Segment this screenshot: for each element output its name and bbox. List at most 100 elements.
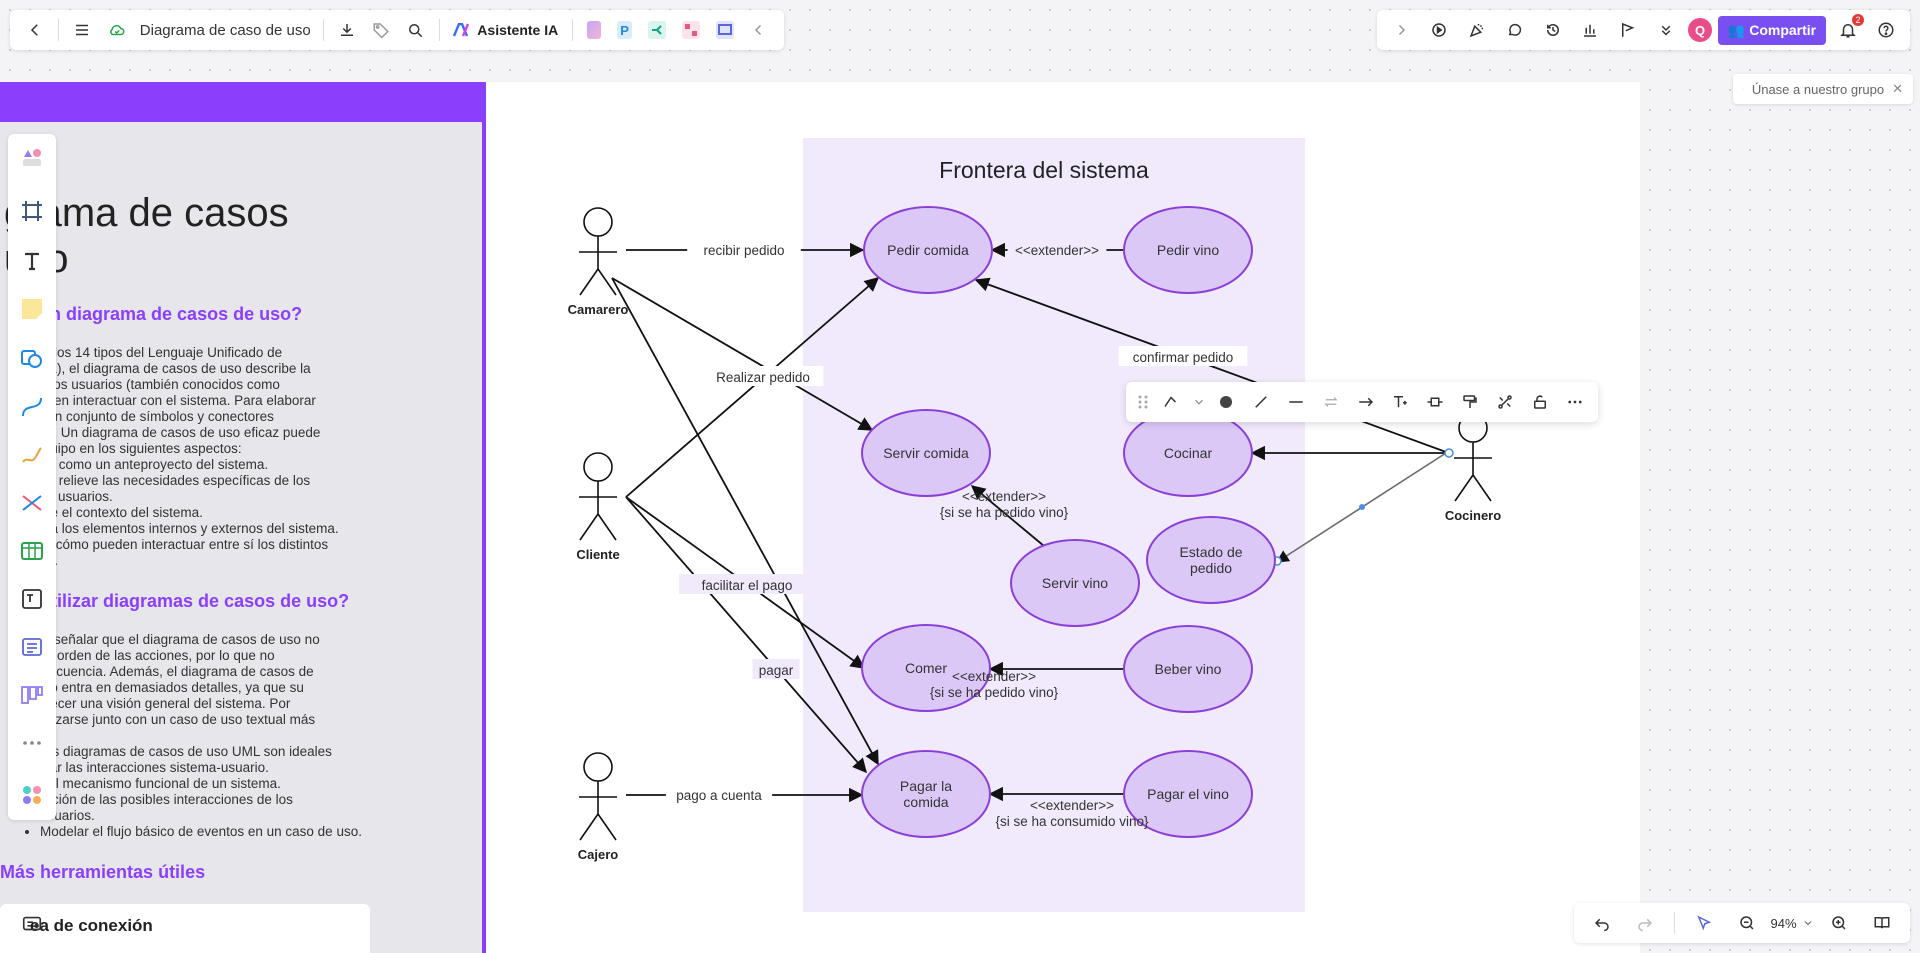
pen-tool-icon[interactable] (17, 440, 47, 470)
help-icon[interactable] (1872, 16, 1900, 44)
text-tool-icon[interactable] (17, 246, 47, 276)
lock-icon[interactable] (1525, 387, 1554, 417)
apps-icon[interactable] (17, 780, 47, 810)
tag-icon[interactable] (370, 16, 392, 44)
list-card-icon[interactable] (17, 632, 47, 662)
list-item: Modelar el flujo básico de eventos en un… (40, 824, 380, 840)
paragraph-line: que los usuarios (también conocidos como (24, 377, 280, 392)
share-user-icon: 👥 (1727, 21, 1750, 38)
chevron-down-icon[interactable] (1802, 909, 1814, 937)
join-group-label: Únase a nuestro grupo (1751, 81, 1885, 97)
line-width-icon[interactable] (1247, 387, 1276, 417)
text-box-tool-icon[interactable] (17, 584, 47, 614)
list-item: ibe el contexto del sistema. (40, 505, 380, 521)
chart-icon[interactable] (1576, 16, 1604, 44)
connector-tool-icon[interactable] (17, 392, 47, 422)
swap-ends-icon[interactable] (1316, 387, 1345, 417)
format-painter-icon[interactable] (1456, 387, 1485, 417)
image-template-icon[interactable] (587, 21, 602, 39)
p-template-icon[interactable]: P (617, 21, 632, 39)
more-tools-icon[interactable] (17, 728, 47, 758)
celebrate-icon[interactable] (1463, 16, 1491, 44)
share-button[interactable]: 👥 Compartir (1717, 15, 1827, 45)
list-item: os. (40, 553, 380, 569)
line-type-icon[interactable] (1157, 387, 1186, 417)
history-icon[interactable] (1539, 16, 1567, 44)
paragraph-line: u equipo en los siguientes aspectos: (24, 441, 242, 456)
present-flag-icon[interactable] (1614, 16, 1642, 44)
notification-bell-icon[interactable]: 2 (1834, 14, 1864, 44)
add-text-icon[interactable] (1386, 387, 1415, 417)
paragraph-line: o de los 14 tipos del Lenguaje Unificado… (24, 345, 283, 360)
paragraph-line: (UML), el diagrama de casos de uso descr… (24, 361, 311, 376)
chevron-down-icon[interactable] (1192, 387, 1206, 417)
page-settings-button[interactable] (14, 906, 50, 942)
collapse-chevron-icon[interactable] (748, 16, 770, 44)
list-item: os usuarios. (40, 489, 380, 505)
document-title[interactable]: Diagrama de caso de uso (139, 21, 311, 39)
list-item: izar las interacciones sistema-usuario. (40, 760, 380, 776)
section-heading: Más herramientas útiles (0, 862, 206, 882)
play-icon[interactable] (1425, 16, 1453, 44)
join-group-banner[interactable]: Únase a nuestro grupo ✕ (1733, 74, 1913, 104)
line-color-icon[interactable] (1212, 387, 1241, 417)
paragraph-line: su secuencia. Además, el diagrama de cas… (24, 664, 314, 679)
list-item: ina los elementos internos y externos de… (40, 521, 380, 537)
list-item: ra cómo pueden interactuar entre sí los … (40, 537, 380, 553)
connector-card[interactable]: ea de conexión (0, 904, 370, 953)
list-item: na como un anteproyecto del sistema. (40, 457, 380, 473)
paragraph-line: en el orden de las acciones, por lo que … (24, 648, 275, 663)
user-avatar[interactable]: Q (1688, 18, 1712, 42)
frame-tool-icon[interactable] (17, 196, 47, 226)
close-icon[interactable]: ✕ (1892, 81, 1903, 96)
paragraph-line: ará un conjunto de símbolos y conectores (24, 409, 274, 424)
ai-assistant-button[interactable]: Asistente IA (453, 22, 558, 38)
canvas-page[interactable] (486, 82, 1640, 953)
zoom-out-icon[interactable] (1733, 909, 1761, 937)
more-chevrons-icon[interactable] (1652, 16, 1680, 44)
list-item: ración de las posibles interacciones de … (40, 792, 380, 808)
paragraph-line: o. (24, 728, 380, 744)
connector-card-label: ea de conexión (30, 916, 153, 935)
paragraph-line: s ofrecer una visión general del sistema… (24, 696, 291, 711)
connect-shape-icon[interactable] (1421, 387, 1450, 417)
list-item: r el mecanismo funcional de un sistema. (40, 776, 380, 792)
drag-handle-icon[interactable] (1135, 387, 1151, 417)
list-item: usuarios. (40, 808, 380, 824)
section-list: na como un anteproyecto del sistema.de r… (0, 457, 380, 569)
redo-icon[interactable] (1631, 909, 1659, 937)
cloud-saved-icon (105, 16, 127, 44)
section-paragraph: o de los 14 tipos del Lenguaje Unificado… (0, 345, 380, 457)
document-page-panel: grama de casos uso s un diagrama de caso… (0, 82, 486, 953)
expand-chevron-icon[interactable] (1387, 16, 1415, 44)
section-heading: s un diagrama de casos de uso? (24, 304, 303, 324)
slides-template-icon[interactable] (715, 21, 734, 39)
page-header-strip (0, 82, 486, 122)
table-tool-icon[interactable] (17, 536, 47, 566)
select-pointer-icon[interactable] (1690, 909, 1718, 937)
section-list: izar las interacciones sistema-usuario.r… (0, 760, 380, 840)
comment-icon[interactable] (1501, 16, 1529, 44)
zoom-in-icon[interactable] (1825, 909, 1853, 937)
mindmap-tool-icon[interactable] (17, 488, 47, 518)
back-icon[interactable] (24, 16, 46, 44)
undo-icon[interactable] (1588, 909, 1616, 937)
zoom-level[interactable]: 94% (1770, 915, 1797, 931)
menu-icon[interactable] (71, 16, 93, 44)
mindmap-template-icon[interactable] (647, 21, 666, 39)
waypoint-icon[interactable] (1490, 387, 1519, 417)
shape-tool-icon[interactable] (17, 344, 47, 374)
ai-assistant-label: Asistente IA (477, 22, 559, 38)
line-end-arrow-icon[interactable] (1351, 387, 1380, 417)
download-icon[interactable] (336, 16, 358, 44)
flowchart-template-icon[interactable] (681, 21, 700, 39)
template-shapes-icon[interactable] (17, 142, 47, 172)
more-options-icon[interactable] (1560, 387, 1589, 417)
kanban-tool-icon[interactable] (17, 680, 47, 710)
section-heading: o utilizar diagramas de casos de uso? (24, 591, 350, 611)
search-icon[interactable] (404, 16, 426, 44)
sticky-note-icon[interactable] (17, 294, 47, 324)
divider (438, 19, 440, 41)
book-icon[interactable] (1868, 909, 1896, 937)
line-start-icon[interactable] (1281, 387, 1310, 417)
